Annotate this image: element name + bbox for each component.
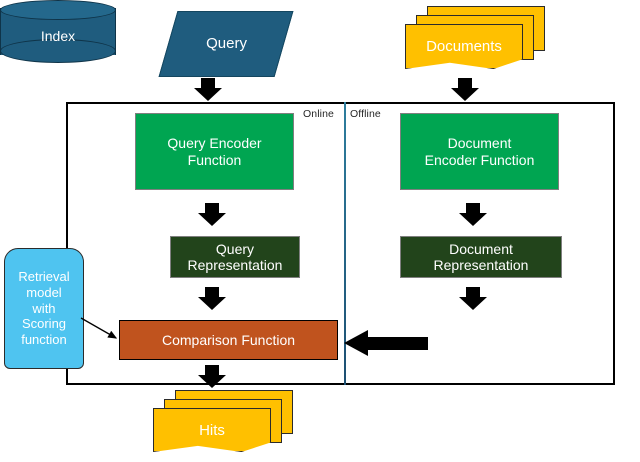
arrow-shaft	[205, 287, 219, 298]
node-query[interactable]: Query	[158, 11, 294, 77]
arrow-index-to-comparison	[344, 330, 428, 356]
node-query-encoder-function[interactable]: Query Encoder Function	[135, 113, 294, 190]
node-index-label: Index	[40, 28, 76, 44]
node-hits[interactable]: Hits	[153, 390, 293, 460]
arrow-query-encoder-to-query-representation	[198, 203, 226, 226]
node-hits-label: Hits	[199, 421, 225, 439]
arrow-shaft	[458, 78, 472, 89]
node-index[interactable]: Index	[0, 0, 116, 63]
node-query-representation-label: Query Representation	[187, 240, 283, 273]
node-document-encoder-label: Document Encoder Function	[424, 135, 535, 168]
arrow-document-representation-to-index	[459, 287, 487, 310]
node-documents-label: Documents	[426, 38, 502, 55]
arrow-shaft	[466, 203, 480, 214]
arrow-shaft	[205, 365, 219, 376]
arrow-document-encoder-to-document-representation	[459, 203, 487, 226]
node-comparison-function[interactable]: Comparison Function	[119, 320, 338, 360]
document-sheet-front	[405, 24, 523, 69]
arrow-head	[459, 213, 487, 226]
arrow-query-to-query-encoder	[194, 78, 222, 101]
arrow-shaft	[366, 337, 428, 350]
node-document-representation[interactable]: Document Representation	[400, 236, 562, 278]
node-query-representation[interactable]: Query Representation	[170, 236, 300, 278]
phase-label-offline: Offline	[350, 108, 381, 120]
phase-label-online: Online	[303, 108, 334, 120]
arrow-head	[459, 297, 487, 310]
node-query-encoder-label: Query Encoder Function	[167, 135, 262, 168]
arrow-head	[451, 88, 479, 101]
index-cylinder-top	[0, 0, 116, 20]
arrow-head	[194, 88, 222, 101]
node-retrieval-model-label: Retrieval model with Scoring function	[18, 268, 70, 348]
node-retrieval-model[interactable]: Retrieval model with Scoring function	[4, 248, 84, 369]
arrow-head	[198, 375, 226, 388]
arrow-retrieval-model-to-comparison	[80, 317, 118, 339]
online-offline-divider	[344, 102, 346, 385]
arrow-head	[344, 330, 368, 356]
arrow-shaft	[466, 287, 480, 298]
arrow-comparison-to-hits	[198, 365, 226, 388]
node-document-encoder-function[interactable]: Document Encoder Function	[400, 113, 559, 190]
node-comparison-function-label: Comparison Function	[161, 331, 296, 348]
hits-sheet-front	[153, 408, 271, 452]
index-cylinder-bottom	[0, 39, 116, 63]
arrow-head	[198, 213, 226, 226]
node-document-representation-label: Document Representation	[433, 240, 529, 273]
arrow-head	[198, 297, 226, 310]
node-query-label: Query	[205, 35, 247, 53]
arrow-shaft	[205, 203, 219, 214]
node-documents[interactable]: Documents	[405, 6, 545, 78]
arrow-query-representation-to-comparison	[198, 287, 226, 310]
arrow-shaft	[201, 78, 215, 89]
arrow-documents-to-document-encoder	[451, 78, 479, 101]
